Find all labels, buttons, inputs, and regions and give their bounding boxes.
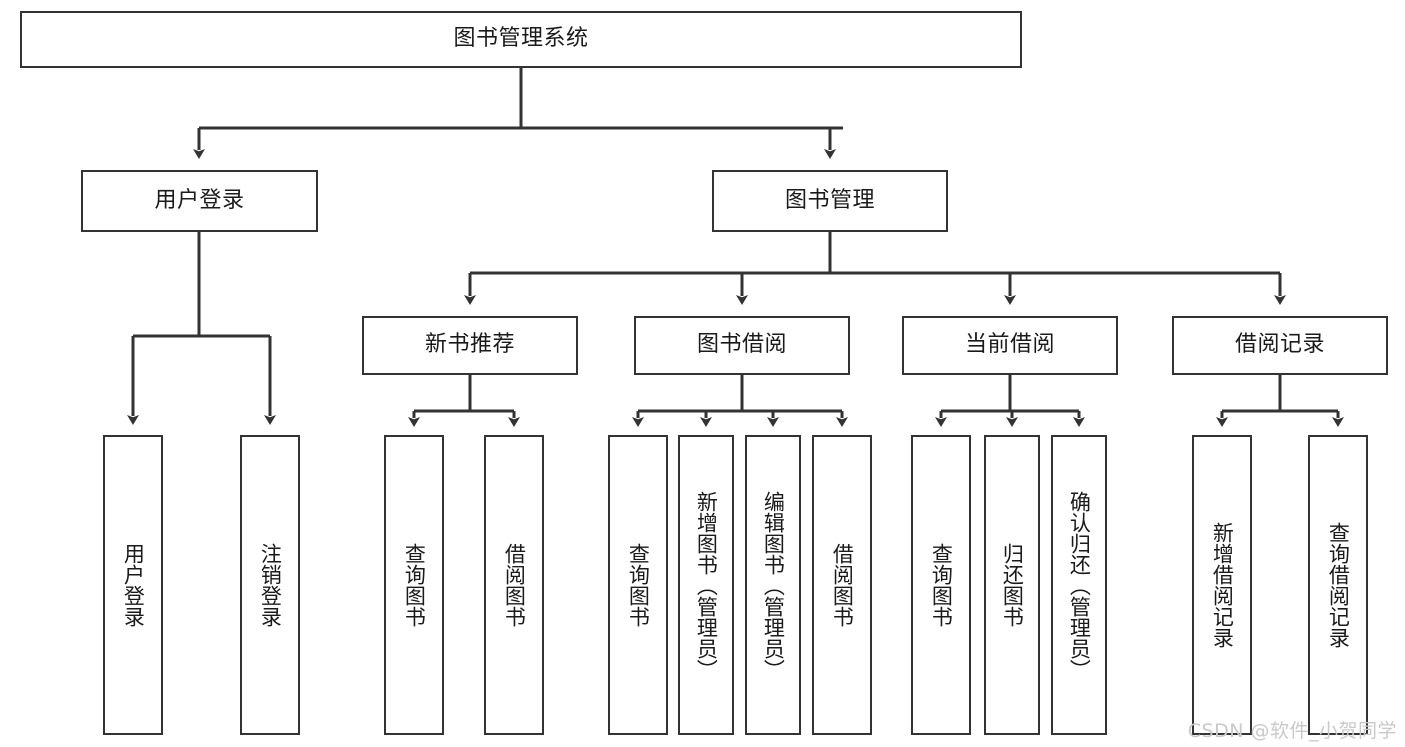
node-label: 确认归还（管理员） [1067, 490, 1092, 680]
node-level3-borrow-record[interactable]: 借阅记录 [1172, 316, 1388, 375]
node-label: 图书借阅 [696, 332, 787, 358]
node-label: 用户登录 [121, 543, 146, 627]
node-label: 查询图书 [626, 543, 651, 627]
node-label: 借阅图书 [502, 543, 527, 627]
node-leaf-logout[interactable]: 注销登录 [240, 435, 300, 735]
node-leaf-query-book-3[interactable]: 查询图书 [911, 435, 971, 735]
node-level2-book-management[interactable]: 图书管理 [712, 170, 948, 232]
node-label: 注销登录 [258, 543, 283, 627]
node-leaf-add-book-admin[interactable]: 新增图书（管理员） [678, 435, 734, 735]
node-label: 图书管理 [784, 187, 875, 213]
node-label: 图书管理系统 [453, 26, 589, 52]
node-label: 新增借阅记录 [1210, 522, 1235, 648]
node-label: 查询图书 [929, 543, 954, 627]
node-label: 借阅图书 [830, 543, 855, 627]
node-label: 当前借阅 [964, 332, 1055, 358]
node-level3-new-book-recommend[interactable]: 新书推荐 [362, 316, 578, 375]
node-leaf-borrow-book-1[interactable]: 借阅图书 [484, 435, 544, 735]
node-leaf-add-borrow-record[interactable]: 新增借阅记录 [1192, 435, 1252, 735]
node-leaf-query-book-2[interactable]: 查询图书 [608, 435, 668, 735]
node-leaf-confirm-return-admin[interactable]: 确认归还（管理员） [1051, 435, 1107, 735]
node-leaf-query-book-1[interactable]: 查询图书 [384, 435, 444, 735]
node-root[interactable]: 图书管理系统 [20, 11, 1022, 68]
node-leaf-edit-book-admin[interactable]: 编辑图书（管理员） [745, 435, 801, 735]
node-level2-user-login[interactable]: 用户登录 [81, 170, 318, 232]
node-label: 新增图书（管理员） [694, 490, 719, 680]
node-label: 借阅记录 [1234, 332, 1325, 358]
watermark-text: CSDN @软件_小贺同学 [1187, 720, 1397, 742]
node-level3-current-borrow[interactable]: 当前借阅 [902, 316, 1118, 375]
node-leaf-return-book[interactable]: 归还图书 [984, 435, 1040, 735]
node-label: 编辑图书（管理员） [761, 490, 786, 680]
node-leaf-user-login[interactable]: 用户登录 [103, 435, 163, 735]
node-leaf-borrow-book-2[interactable]: 借阅图书 [812, 435, 872, 735]
node-level3-book-borrow[interactable]: 图书借阅 [634, 316, 850, 375]
node-label: 用户登录 [154, 187, 245, 213]
node-label: 查询图书 [402, 543, 427, 627]
node-leaf-query-borrow-record[interactable]: 查询借阅记录 [1308, 435, 1368, 735]
node-label: 归还图书 [1000, 543, 1025, 627]
node-label: 查询借阅记录 [1326, 522, 1351, 648]
node-label: 新书推荐 [424, 332, 515, 358]
